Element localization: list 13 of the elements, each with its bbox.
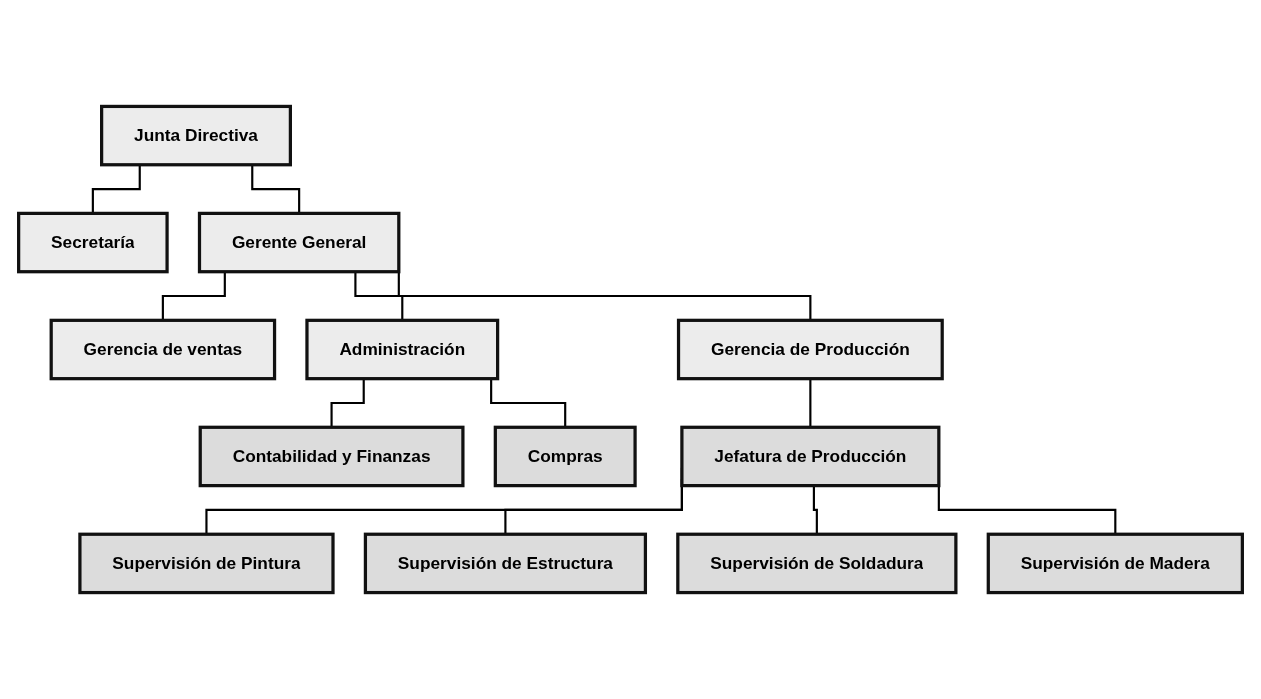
- node-box: Supervisión de Pintura: [78, 532, 335, 595]
- node-box: Contabilidad y Finanzas: [198, 425, 465, 488]
- node-box: Compras: [493, 425, 637, 488]
- node-box: Junta Directiva: [100, 104, 292, 167]
- node-box: Administración: [305, 318, 500, 381]
- node-box: Jefatura de Producción: [680, 425, 941, 488]
- node-box: Gerente General: [197, 211, 401, 274]
- node-box: Gerencia de Producción: [676, 318, 944, 381]
- node-box: Secretaría: [17, 211, 169, 274]
- node-box: Gerencia de ventas: [49, 318, 277, 381]
- node-box: Supervisión de Soldadura: [676, 532, 958, 595]
- node-box: Supervisión de Madera: [986, 532, 1244, 595]
- node-box: Supervisión de Estructura: [363, 532, 648, 595]
